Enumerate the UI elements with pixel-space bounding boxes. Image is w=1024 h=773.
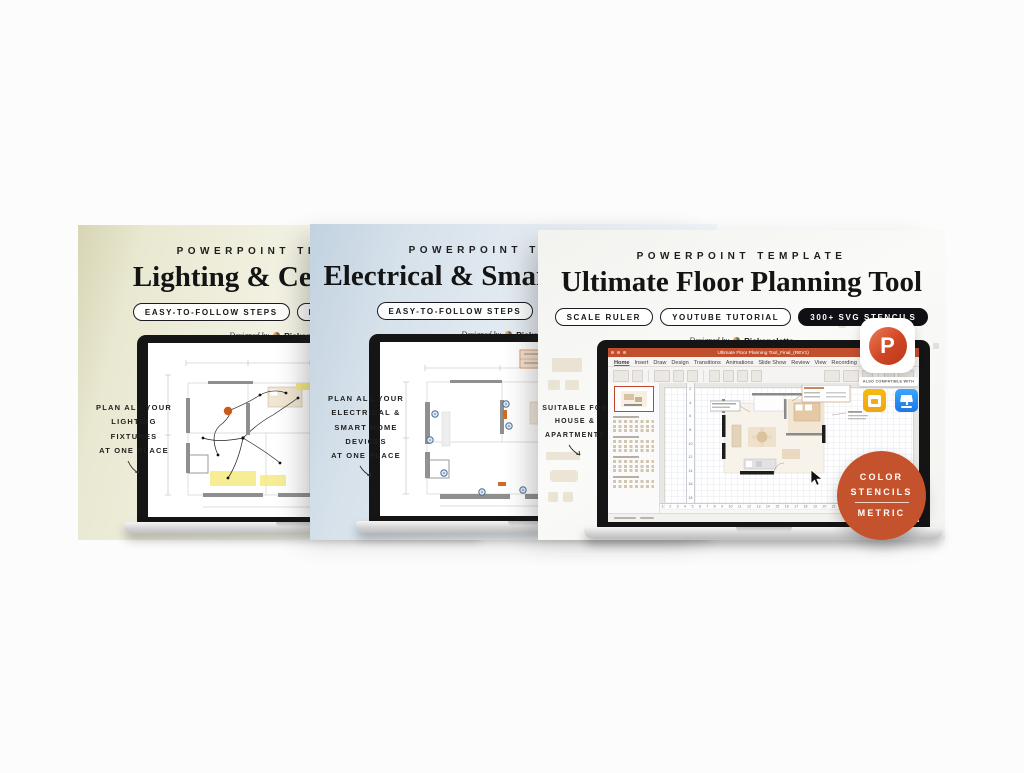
stencil-shape <box>548 380 560 390</box>
badge-divider <box>854 502 909 504</box>
feature-badge: SCALE RULER <box>554 307 654 326</box>
ribbon-button <box>613 369 629 382</box>
feature-badge: EASY-TO-FOLLOW STEPS <box>132 302 290 321</box>
stencil-shape <box>550 470 578 482</box>
ribbon-button <box>737 369 748 382</box>
template-card-floor-planning: ✽ ✽ POWERPOINT TEMPLATE Ultimate Floor P… <box>538 230 945 540</box>
ribbon-button <box>632 369 643 382</box>
lighting-plan-drawing <box>165 360 318 508</box>
window-control-icon <box>623 351 626 354</box>
stencil-section <box>613 436 654 452</box>
keynote-icon <box>895 389 918 412</box>
feature-badge: YOUTUBE TUTORIAL <box>660 307 792 326</box>
ribbon-button <box>687 369 698 382</box>
mouse-cursor-icon <box>810 469 823 486</box>
compat-ribbon: ALSO COMPATIBLE WITH <box>859 377 918 386</box>
callout-furniture-details <box>791 385 851 403</box>
ribbon-button <box>751 369 762 382</box>
stencil-shape <box>933 343 939 349</box>
side-annotation <box>831 411 868 420</box>
orange-fixture-dot <box>223 406 233 416</box>
ribbon-toolbar <box>608 367 919 385</box>
stencil-section <box>613 456 654 472</box>
kicker-text: POWERPOINT TEMPLATE <box>408 245 619 256</box>
powerpoint-titlebar: Ultimate Floor Planning Tool_Final_(REV1… <box>608 348 919 357</box>
kicker-text: POWERPOINT TEMPLATE <box>636 251 847 262</box>
floor-plan-drawing <box>710 385 868 475</box>
powerpoint-logo-icon: P <box>868 326 907 365</box>
stencil-shape <box>548 492 558 502</box>
window-title: Ultimate Floor Planning Tool_Final_(REV1… <box>717 349 810 356</box>
powerpoint-app-icon: P <box>860 318 915 373</box>
stencil-shape <box>546 452 580 460</box>
ribbon-button <box>824 369 840 382</box>
ribbon-button <box>654 369 670 382</box>
arrow-icon <box>359 466 372 477</box>
window-control-icon <box>611 351 614 354</box>
badge-line: COLOR <box>859 472 904 483</box>
stencil-section <box>613 476 654 488</box>
ribbon-button <box>673 369 684 382</box>
compatibility-icons: P ALSO COMPATIBLE WITH <box>859 318 918 412</box>
arrow-icon <box>568 444 581 456</box>
stencil-shape <box>565 380 579 390</box>
side-note: PLAN ALL YOUR LIGHTING FIXTURES AT ONE P… <box>84 401 184 476</box>
badge-line: STENCILS <box>850 486 913 497</box>
thumbnail-plan-preview <box>620 391 647 407</box>
slide-thumbnail-panel <box>608 383 660 514</box>
stencil-shape <box>552 358 582 372</box>
compat-label: ALSO COMPATIBLE WITH <box>862 379 915 384</box>
stencil-shape <box>563 492 573 502</box>
card-title: Ultimate Floor Planning Tool <box>560 266 923 298</box>
ribbon-button <box>723 369 734 382</box>
slide-thumbnail-selected <box>613 386 654 412</box>
stencil-section <box>613 416 654 432</box>
arrow-icon <box>127 460 140 474</box>
callout-label <box>710 400 751 413</box>
template-card-electrical: POWERPOINT TEMPLATE Electrical & Smart H… <box>310 224 717 540</box>
feature-badge: EASY-TO-FOLLOW STEPS <box>376 301 534 320</box>
badge-line: METRIC <box>857 508 906 519</box>
kicker-text: POWERPOINT TEMPLATE <box>176 246 387 257</box>
ribbon-button <box>843 369 859 382</box>
window-control-icon <box>617 351 620 354</box>
side-note: PLAN ALL YOUR ELECTRICAL & SMART HOME DE… <box>318 392 414 479</box>
side-note: SUITABLE FOR HOUSE & APARTMENTS <box>536 402 614 458</box>
color-stencils-metric-badge: COLOR STENCILS METRIC <box>837 451 926 540</box>
ribbon-button <box>709 369 720 382</box>
google-slides-icon <box>863 389 886 412</box>
